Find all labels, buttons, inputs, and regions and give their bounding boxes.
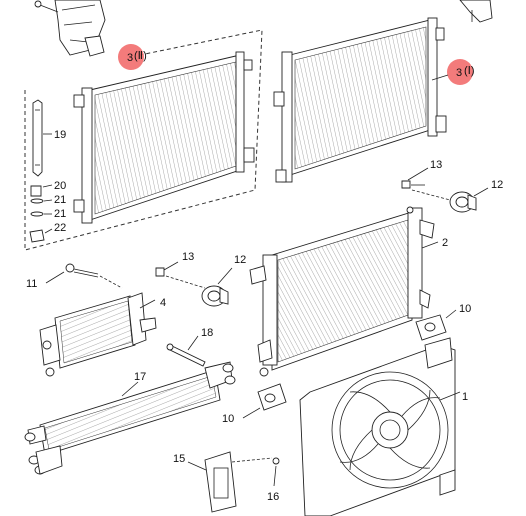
callout-3-left-suffix: (Ⅱ) — [134, 50, 147, 62]
callout-10-right: 10 — [459, 303, 471, 315]
callout-21-lower: 21 — [54, 208, 66, 220]
callout-11: 11 — [26, 278, 37, 290]
condenser-variant-one — [73, 51, 255, 224]
callout-4: 4 — [160, 297, 166, 309]
callout-12-middle: 12 — [234, 254, 246, 266]
hose-pin — [166, 335, 206, 367]
callout-22: 22 — [54, 222, 66, 234]
upper-right-clip-fragment — [459, 0, 493, 23]
bolt-small — [272, 457, 280, 487]
callout-13-upper: 13 — [430, 159, 442, 171]
mount-bracket-middle — [242, 383, 287, 419]
callout-19: 19 — [54, 129, 66, 141]
isolator-upper — [449, 187, 489, 213]
o-ring-upper — [30, 198, 53, 204]
upper-bracket-fragment — [34, 0, 106, 57]
highlight-callout-3-variant-two: 3 (Ⅱ) — [118, 44, 147, 70]
callout-3-right-suffix: (Ⅰ) — [464, 65, 475, 77]
condenser-variant-two — [273, 17, 447, 183]
callout-18: 18 — [201, 327, 213, 339]
callout-16: 16 — [267, 491, 279, 503]
variant-group-boundary — [24, 29, 263, 251]
callout-10-middle: 10 — [222, 413, 234, 425]
o-ring-lower — [30, 211, 52, 217]
callout-17: 17 — [134, 371, 146, 383]
callout-3-right: 3 — [456, 67, 462, 79]
transmission-cooler — [24, 361, 236, 475]
plug — [29, 228, 53, 243]
callout-20: 20 — [54, 180, 66, 192]
callout-21-upper: 21 — [54, 194, 66, 206]
callout-15: 15 — [173, 453, 185, 465]
oil-cooler — [39, 292, 157, 377]
callout-13-middle: 13 — [182, 251, 194, 263]
callout-2: 2 — [442, 237, 448, 249]
isolator-middle — [201, 267, 233, 307]
bolt-middle — [155, 261, 206, 289]
callout-12-upper: 12 — [491, 179, 503, 191]
filter-cap — [30, 184, 53, 197]
dryer-cartridge — [32, 99, 52, 177]
bolt-long — [45, 263, 123, 289]
callout-1: 1 — [462, 391, 468, 403]
bolt-upper — [401, 167, 451, 201]
shroud-bracket — [187, 451, 273, 513]
radiator — [249, 206, 439, 377]
callout-3-left: 3 — [127, 52, 133, 64]
fan-shroud — [299, 337, 461, 516]
highlight-callout-3-variant-one: 3 (Ⅰ) — [431, 59, 475, 85]
mount-bracket-right — [415, 309, 457, 341]
